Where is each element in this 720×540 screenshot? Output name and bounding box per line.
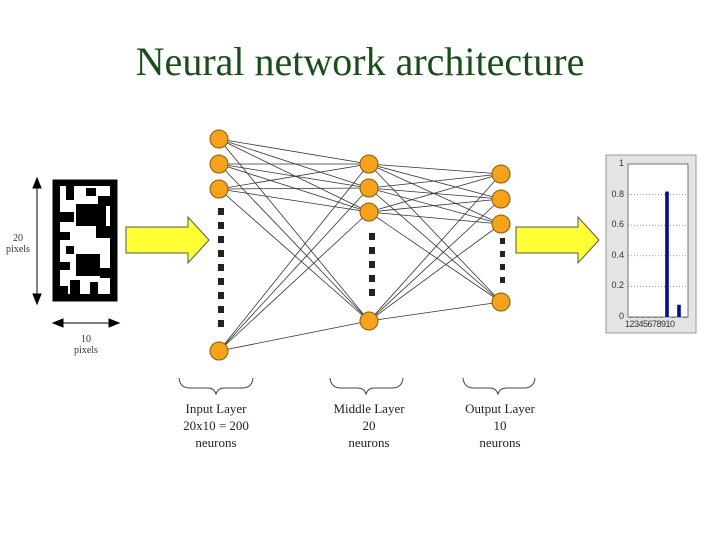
width-dimension-arrow xyxy=(51,318,121,328)
input-neuron xyxy=(209,154,229,174)
output-bar-chart xyxy=(605,154,697,334)
middle-output-connection xyxy=(368,198,502,322)
input-arrow xyxy=(125,215,210,265)
input-character-image xyxy=(52,179,118,302)
input-layer-caption: Input Layer 20x10 = 200 neurons xyxy=(156,400,276,451)
chart-bar xyxy=(665,191,669,317)
input-layer-name: Input Layer xyxy=(185,401,247,416)
middle-output-connection xyxy=(368,301,502,322)
input-layer-unit: neurons xyxy=(195,435,237,450)
output-neuron xyxy=(491,164,511,184)
network-connections xyxy=(218,138,502,352)
chart-bar xyxy=(671,317,675,318)
middle-output-connection xyxy=(368,163,502,225)
chart-bars xyxy=(629,191,687,318)
input-middle-connection xyxy=(218,320,370,352)
output-layer-unit: neurons xyxy=(479,435,521,450)
middle-output-connection xyxy=(368,173,502,189)
middle-output-connection xyxy=(368,173,502,322)
middle-layer-brace xyxy=(329,377,404,396)
middle-output-connection xyxy=(368,187,502,225)
input-middle-connection xyxy=(218,163,370,352)
output-neuron xyxy=(491,214,511,234)
middle-neuron xyxy=(359,178,379,198)
output-layer-brace xyxy=(462,377,536,396)
width-label: 10 pixels xyxy=(66,334,106,356)
chart-y-tick-label: 0 xyxy=(618,311,624,321)
output-layer-caption: Output Layer 10 neurons xyxy=(440,400,560,451)
middle-output-connection xyxy=(368,187,502,200)
middle-output-connection xyxy=(368,163,502,303)
input-middle-connection xyxy=(218,138,370,165)
network-neurons xyxy=(209,129,511,361)
chart-bar xyxy=(653,317,657,318)
chart-bar xyxy=(647,317,651,318)
middle-output-connection xyxy=(368,211,502,225)
chart-bar xyxy=(641,317,645,318)
input-middle-connection xyxy=(218,138,370,189)
input-middle-connection xyxy=(218,163,370,213)
layer-braces xyxy=(178,377,536,396)
page-title: Neural network architecture xyxy=(135,39,585,84)
width-label-value: 10 xyxy=(81,334,91,345)
output-layer-name: Output Layer xyxy=(465,401,535,416)
input-middle-connection xyxy=(218,211,370,352)
output-arrow xyxy=(515,215,600,265)
middle-output-connection xyxy=(368,211,502,303)
input-layer-ellipsis xyxy=(218,208,224,327)
middle-neuron xyxy=(359,202,379,222)
middle-layer-ellipsis xyxy=(369,233,375,296)
chart-bar xyxy=(635,317,639,318)
output-layer-ellipsis xyxy=(500,238,505,283)
height-label-unit: pixels xyxy=(6,244,30,255)
chart-y-tick-label: 1 xyxy=(618,158,624,168)
height-dimension-arrow xyxy=(32,176,42,306)
middle-output-connection xyxy=(368,198,502,213)
chart-x-tick-labels: 12345678910 xyxy=(625,319,675,329)
middle-neuron xyxy=(359,154,379,174)
input-middle-connection xyxy=(218,163,370,190)
middle-neuron xyxy=(359,311,379,331)
middle-output-connection xyxy=(368,223,502,322)
middle-layer-size: 20 xyxy=(362,418,376,433)
chart-y-tick-label: 0.8 xyxy=(611,188,624,199)
input-layer-size: 20x10 = 200 xyxy=(183,418,249,433)
input-neuron xyxy=(209,341,229,361)
chart-bar xyxy=(629,317,633,318)
width-label-unit: pixels xyxy=(74,345,98,356)
input-middle-connection xyxy=(218,187,370,352)
height-label-value: 20 xyxy=(13,233,23,244)
input-neuron xyxy=(209,179,229,199)
input-layer-brace xyxy=(178,377,254,396)
middle-layer-unit: neurons xyxy=(348,435,390,450)
middle-output-connection xyxy=(368,163,502,200)
input-middle-connection xyxy=(218,188,370,213)
middle-layer-caption: Middle Layer 20 neurons xyxy=(309,400,429,451)
chart-y-tick-label: 0.4 xyxy=(611,249,624,260)
middle-output-connection xyxy=(368,163,502,175)
chart-y-tick-label: 0.6 xyxy=(611,219,624,230)
output-layer-size: 10 xyxy=(493,418,507,433)
input-middle-connection xyxy=(218,138,370,213)
height-label: 20 pixels xyxy=(0,233,36,255)
input-middle-connection xyxy=(218,163,370,322)
middle-output-connection xyxy=(368,187,502,303)
input-middle-connection xyxy=(218,188,370,322)
input-middle-connection xyxy=(218,138,370,322)
middle-output-connection xyxy=(368,173,502,213)
chart-bar xyxy=(683,317,687,318)
chart-gridlines xyxy=(628,194,688,287)
input-middle-connection xyxy=(218,187,370,190)
output-neuron xyxy=(491,292,511,312)
chart-bar xyxy=(677,304,681,317)
middle-layer-name: Middle Layer xyxy=(333,401,405,416)
input-neuron xyxy=(209,129,229,149)
chart-bar xyxy=(659,317,663,318)
output-neuron xyxy=(491,189,511,209)
input-middle-connection xyxy=(218,163,370,189)
chart-y-tick-label: 0.2 xyxy=(611,280,624,291)
